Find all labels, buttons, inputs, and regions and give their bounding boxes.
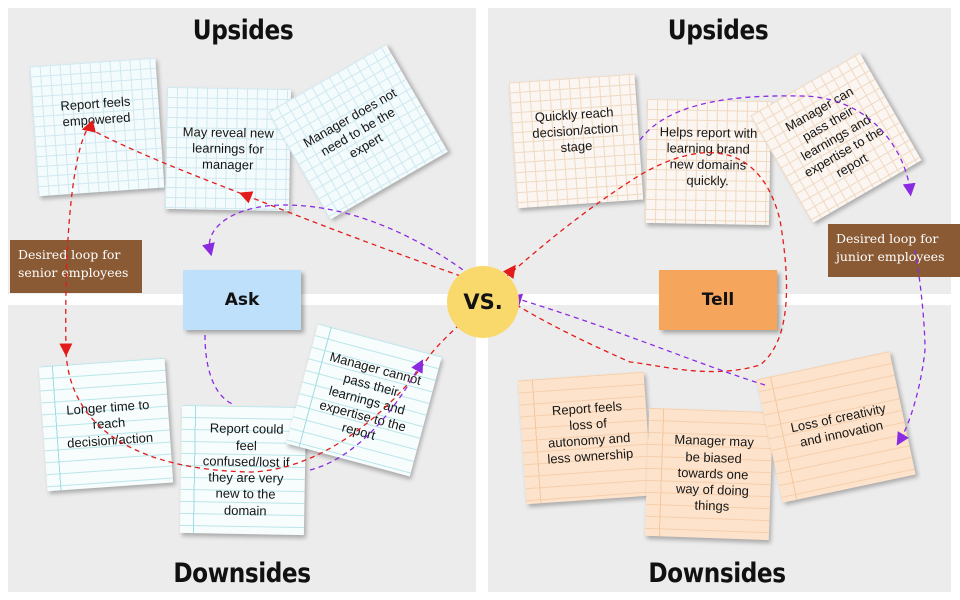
heading-ask-upsides: Upsides [192, 15, 294, 46]
ask-label: Ask [183, 270, 301, 330]
note-report-feel-confused: Report could feel confused/lost if they … [179, 404, 307, 536]
note-longer-time-to-decision: Longer time to reach decision/action [38, 357, 174, 492]
vs-circle: VS. [447, 266, 519, 338]
note-may-reveal-new-learnings: May reveal new learnings for manager [164, 86, 292, 212]
note-report-feels-empowered: Report feels empowered [29, 57, 165, 197]
note-quickly-reach-decision: Quickly reach decision/action stage [508, 73, 644, 209]
note-report-loss-of-autonomy: Report feels loss of autonomy and less o… [517, 371, 653, 505]
note-manager-biased: Manager may be biased towards one way of… [644, 407, 774, 541]
heading-ask-downsides: Downsides [173, 558, 311, 589]
heading-tell-downsides: Downsides [648, 558, 786, 589]
tag-senior-loop: Desired loop for senior employees [10, 240, 142, 293]
tag-junior-loop: Desired loop for junior employees [828, 224, 960, 277]
heading-tell-upsides: Upsides [667, 15, 769, 46]
tell-label: Tell [659, 270, 777, 330]
